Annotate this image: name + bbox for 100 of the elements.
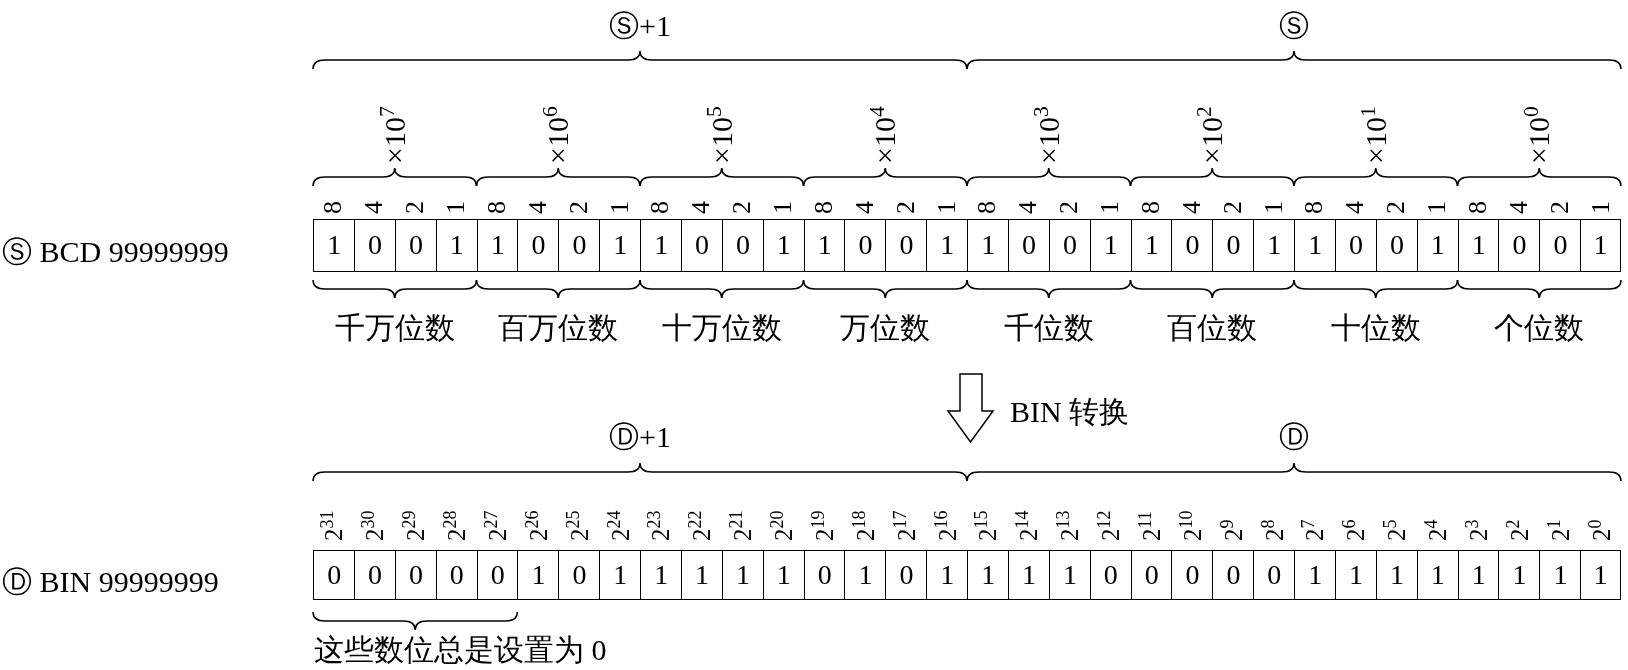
bit-weight: 8: [974, 201, 1001, 214]
brace-label: Ⓢ: [1279, 11, 1309, 41]
bit-weight: 2: [1056, 201, 1083, 214]
bit-cell: 1: [1007, 550, 1051, 600]
bit-cell: 1: [680, 550, 724, 600]
bit-cell: 1: [1457, 219, 1500, 272]
bit-cell: 1: [1048, 550, 1092, 600]
bit-cell: 1: [844, 550, 887, 600]
bit-weight: 1: [770, 201, 797, 214]
bit-cell: 0: [1130, 550, 1173, 600]
bit-cell: 1: [1539, 550, 1582, 600]
bit-cell: 0: [1007, 219, 1051, 272]
bit-weight: 8: [647, 201, 674, 214]
digit-name-label: 千位数: [1003, 313, 1094, 343]
bit-cell: 1: [1416, 550, 1459, 600]
bit-cell: 0: [1048, 219, 1092, 272]
bit-weight: 4: [524, 201, 551, 214]
bit-weight: 4: [688, 201, 715, 214]
digit-name-label: 十位数: [1330, 313, 1421, 343]
bit-cell: 0: [435, 550, 478, 600]
bit-cell: 0: [1539, 219, 1582, 272]
bit-weight: 2: [402, 201, 429, 214]
register-label: Ⓓ BIN 99999999: [2, 567, 219, 597]
bit-weight: 2: [1219, 201, 1246, 214]
bit-weight: 2: [892, 201, 919, 214]
digit-name-label: 千万位数: [334, 313, 455, 343]
bit-cell: 0: [1089, 550, 1132, 600]
bit-weight: 2: [1546, 201, 1573, 214]
bit-cell: 1: [721, 550, 765, 600]
bit-weight: 2: [565, 201, 592, 214]
bit-cell: 1: [1580, 219, 1621, 272]
bit-weight: 4: [851, 201, 878, 214]
bit-weight: 1: [1097, 201, 1124, 214]
bit-weight: 8: [483, 201, 510, 214]
bit-weight: 8: [1137, 201, 1164, 214]
bit-cell: 0: [558, 550, 601, 600]
bit-cell: 1: [1130, 219, 1173, 272]
digit-name-label: 个位数: [1494, 313, 1585, 343]
bit-cell: 1: [1416, 219, 1459, 272]
digit-name-label: 百位数: [1167, 313, 1258, 343]
bit-cell: 0: [517, 219, 560, 272]
bit-cell: 0: [1212, 550, 1255, 600]
bit-cell: 1: [1375, 550, 1419, 600]
bit-cell: 1: [476, 219, 519, 272]
bit-weight: 4: [361, 201, 388, 214]
digit-name-label: 百万位数: [498, 313, 619, 343]
bit-weight: 1: [1587, 201, 1614, 214]
bit-cell: 1: [926, 219, 969, 272]
note-text: 这些数位总是设置为 0: [314, 635, 607, 665]
bit-weight: 2: [729, 201, 756, 214]
bit-cell: 1: [1334, 550, 1378, 600]
bit-cell: 0: [353, 550, 397, 600]
bit-weight: 8: [1301, 201, 1328, 214]
bit-weight: 1: [443, 201, 470, 214]
bit-cell: 0: [1375, 219, 1419, 272]
brace-label: Ⓢ+1: [609, 11, 671, 41]
bit-cell: 0: [313, 550, 356, 600]
bit-cell: 0: [885, 550, 928, 600]
bit-cell: 1: [435, 219, 478, 272]
bit-cell: 0: [844, 219, 887, 272]
bit-cell: 0: [721, 219, 765, 272]
bit-cell: 1: [313, 219, 356, 272]
bit-cell: 0: [1334, 219, 1378, 272]
bit-cell: 0: [1253, 550, 1296, 600]
bit-cell: 0: [1212, 219, 1255, 272]
bit-weight: 4: [1178, 201, 1205, 214]
bit-cell: 1: [762, 550, 805, 600]
bit-weight: 4: [1015, 201, 1042, 214]
bit-cell: 1: [1498, 550, 1541, 600]
brace-label: Ⓓ: [1279, 422, 1309, 452]
bit-weight: 2: [1383, 201, 1410, 214]
bit-cell: 1: [640, 550, 683, 600]
bit-cell: 1: [803, 219, 846, 272]
bit-cell: 1: [926, 550, 969, 600]
bit-cell: 0: [885, 219, 928, 272]
bit-cell: 1: [1253, 219, 1296, 272]
register-label: Ⓢ BCD 99999999: [2, 237, 229, 267]
bit-cell: 1: [1294, 219, 1337, 272]
bit-weight: 1: [933, 201, 960, 214]
bit-weight: 4: [1505, 201, 1532, 214]
bit-cell: 1: [1580, 550, 1621, 600]
bit-cell: 0: [1171, 550, 1214, 600]
bit-weight: 8: [810, 201, 837, 214]
bit-cell: 0: [353, 219, 397, 272]
bit-cell: 0: [1171, 219, 1214, 272]
digit-name-label: 万位数: [840, 313, 931, 343]
bit-weight: 1: [1260, 201, 1287, 214]
bit-cell: 1: [1457, 550, 1500, 600]
bit-cell: 0: [394, 219, 438, 272]
bit-cell: 0: [558, 219, 601, 272]
bit-cell: 1: [599, 219, 642, 272]
bit-cell: 1: [599, 550, 642, 600]
bit-cell: 0: [394, 550, 438, 600]
digit-name-label: 十万位数: [661, 313, 782, 343]
bit-weight: 1: [606, 201, 633, 214]
bit-cell: 0: [803, 550, 846, 600]
bit-cell: 1: [1089, 219, 1132, 272]
bit-weight: 8: [1464, 201, 1491, 214]
bit-cell: 0: [680, 219, 724, 272]
arrow-label: BIN 转换: [1010, 397, 1130, 427]
